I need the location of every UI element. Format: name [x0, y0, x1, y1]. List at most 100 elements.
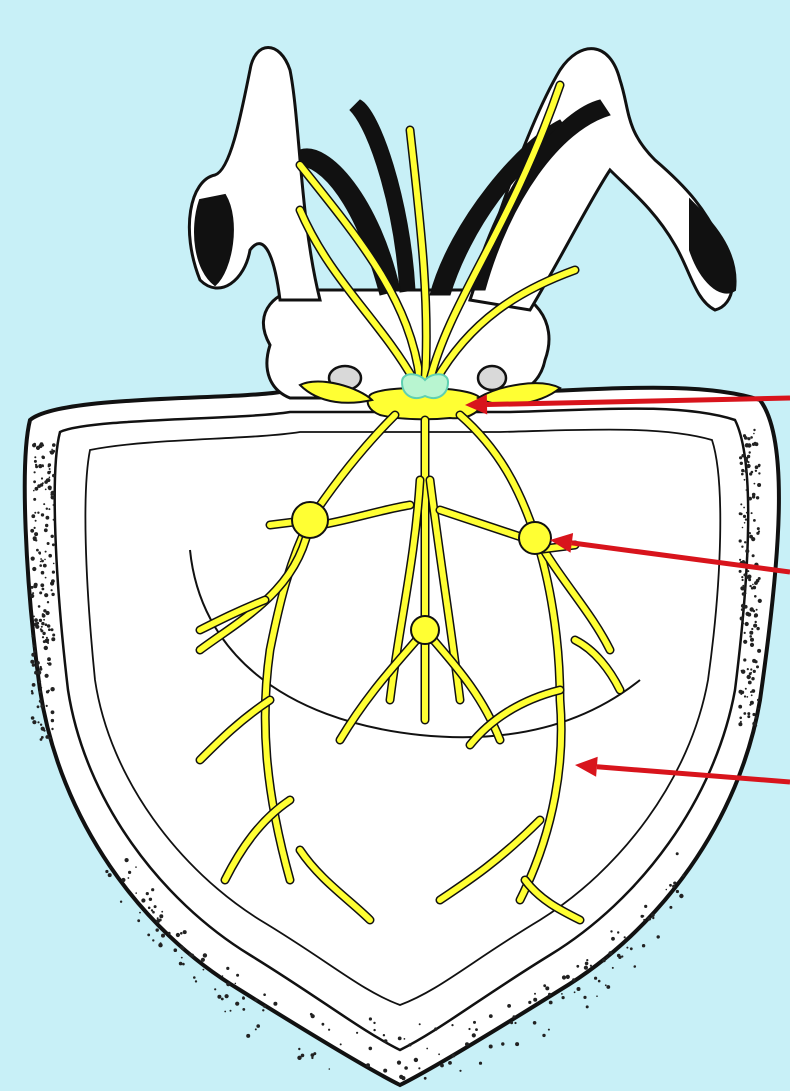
stipple-dot	[752, 495, 755, 498]
stipple-dot	[590, 965, 592, 967]
stipple-dot	[40, 687, 42, 689]
stipple-dot	[48, 662, 52, 666]
stipple-dot	[742, 622, 744, 624]
stipple-dot	[139, 912, 141, 914]
stipple-dot	[48, 465, 50, 467]
stipple-dot	[742, 585, 744, 587]
stipple-dot	[149, 898, 152, 901]
stipple-dot	[749, 585, 751, 587]
stipple-dot	[584, 966, 588, 970]
stipple-dot	[127, 877, 129, 879]
stipple-dot	[181, 957, 183, 959]
stipple-dot	[30, 529, 34, 533]
stipple-dot	[151, 888, 154, 891]
stipple-dot	[383, 1034, 385, 1036]
stipple-dot	[156, 928, 159, 931]
stipple-dot	[750, 643, 754, 647]
stipple-dot	[217, 995, 221, 999]
stipple-dot	[566, 975, 570, 979]
stipple-dot	[751, 537, 755, 541]
stipple-dot	[596, 995, 598, 997]
stipple-dot	[748, 497, 752, 501]
stipple-dot	[43, 564, 47, 568]
stipple-dot	[157, 917, 159, 919]
stipple-dot	[643, 919, 645, 921]
stipple-dot	[744, 541, 746, 543]
stipple-dot	[404, 1038, 406, 1040]
stipple-dot	[534, 993, 536, 995]
stipple-dot	[190, 954, 194, 958]
right-eye	[478, 366, 506, 390]
stipple-dot	[475, 1028, 478, 1031]
stipple-dot	[634, 965, 637, 968]
stipple-dot	[154, 905, 157, 908]
stipple-dot	[744, 457, 747, 460]
stipple-dot	[452, 1054, 456, 1058]
stipple-dot	[755, 466, 758, 469]
stipple-dot	[754, 483, 756, 485]
stipple-dot	[42, 636, 44, 638]
stellate-ganglion-right	[519, 522, 551, 554]
stipple-dot	[510, 1021, 513, 1024]
stipple-dot	[49, 468, 51, 470]
stipple-dot	[34, 622, 38, 626]
stipple-dot	[137, 919, 140, 922]
stipple-dot	[586, 959, 588, 961]
stipple-dot	[408, 1043, 411, 1046]
stipple-dot	[424, 1077, 427, 1080]
stipple-dot	[751, 628, 753, 630]
stipple-dot	[41, 571, 45, 575]
stipple-dot	[757, 649, 761, 653]
stipple-dot	[176, 933, 180, 937]
stipple-dot	[744, 436, 748, 440]
stipple-dot	[236, 974, 239, 977]
stipple-dot	[744, 479, 746, 481]
stipple-dot	[479, 1062, 482, 1065]
stipple-dot	[651, 913, 655, 917]
stipple-dot	[34, 471, 36, 473]
stipple-dot	[51, 710, 55, 714]
stipple-dot	[35, 664, 38, 667]
stipple-dot	[746, 576, 749, 579]
stipple-dot	[745, 443, 749, 447]
stipple-dot	[652, 917, 654, 919]
stipple-dot	[574, 991, 576, 993]
stipple-dot	[747, 570, 749, 572]
stipple-dot	[46, 479, 49, 482]
stipple-dot	[47, 471, 50, 474]
stipple-dot	[255, 999, 258, 1002]
stipple-dot	[224, 1011, 226, 1013]
stipple-dot	[45, 524, 48, 527]
stipple-dot	[373, 1029, 375, 1031]
stipple-dot	[35, 520, 37, 522]
stipple-dot	[46, 611, 50, 615]
stipple-dot	[758, 708, 760, 710]
stipple-dot	[46, 705, 48, 707]
stipple-dot	[740, 462, 743, 465]
stipple-dot	[356, 1032, 358, 1034]
stipple-dot	[31, 716, 35, 720]
stipple-dot	[738, 705, 742, 709]
stipple-dot	[39, 619, 42, 622]
stipple-dot	[152, 939, 154, 941]
stipple-dot	[755, 470, 757, 472]
stipple-dot	[235, 1002, 239, 1006]
stipple-dot	[752, 554, 755, 557]
stipple-dot	[750, 701, 754, 705]
stipple-dot	[419, 1023, 421, 1025]
stipple-dot	[751, 694, 753, 696]
stipple-dot	[30, 660, 34, 664]
stipple-dot	[32, 663, 35, 666]
stipple-dot	[744, 522, 746, 524]
stipple-dot	[311, 1014, 315, 1018]
stipple-dot	[746, 489, 748, 491]
stipple-dot	[426, 1048, 428, 1050]
stipple-dot	[38, 680, 41, 683]
stipple-dot	[746, 612, 750, 616]
stipple-dot	[489, 1045, 493, 1049]
stipple-dot	[40, 583, 44, 587]
stipple-dot	[741, 473, 744, 476]
stipple-dot	[507, 1004, 511, 1008]
stipple-dot	[40, 558, 42, 560]
stipple-dot	[583, 996, 586, 999]
